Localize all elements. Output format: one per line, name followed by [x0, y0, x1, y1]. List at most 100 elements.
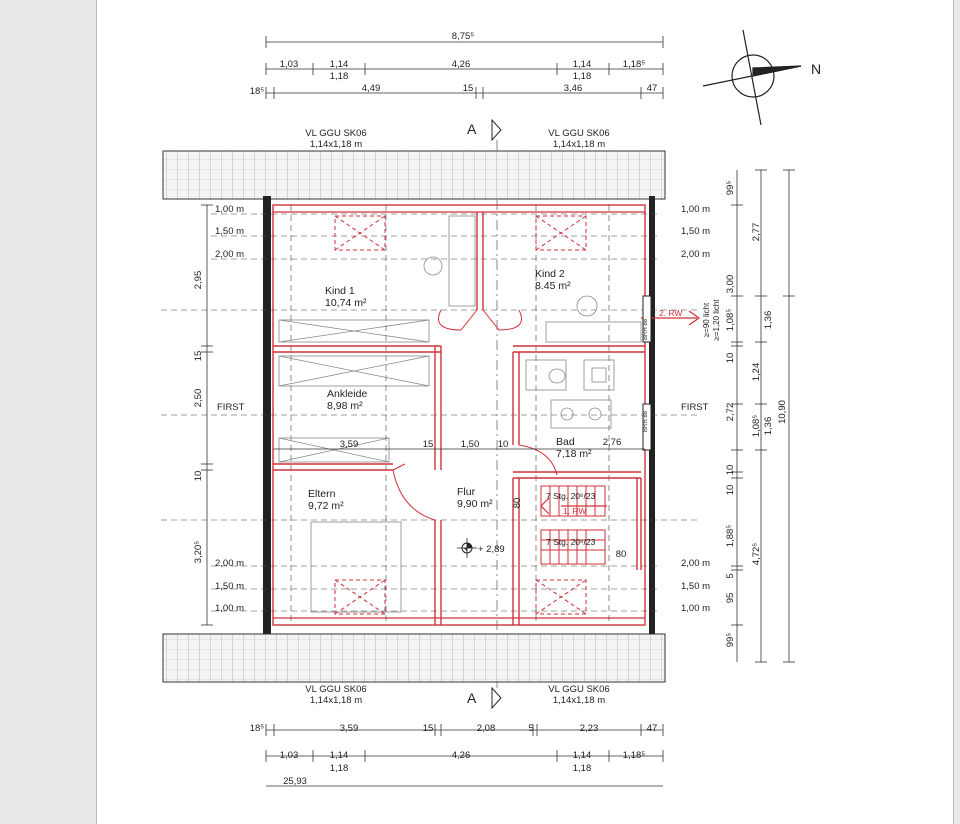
dim-label: 99⁵: [725, 181, 736, 196]
height-label: 2,00 m: [681, 249, 710, 260]
dim-label: 1,18: [330, 763, 349, 774]
skylight-size: 1,14x1,18 m: [553, 139, 605, 150]
stair-label: 7 Stg. 20⁶/23: [546, 491, 596, 501]
dim-label: 1,18⁵: [623, 59, 645, 70]
height-label: 1,50 m: [215, 581, 244, 592]
room-name: Kind 2: [535, 268, 565, 280]
height-label: 1,00 m: [215, 204, 244, 215]
skylight-type: VL GGU SK06: [548, 684, 609, 695]
dim-label: 3,20⁵: [193, 541, 204, 563]
bottom-dimension-chains: [265, 724, 664, 787]
skylight-type: VL GGU SK06: [305, 684, 366, 695]
height-label: 2,00 m: [215, 249, 244, 260]
dim-label: 2,23: [580, 723, 599, 734]
dim-label: 3,46: [564, 83, 583, 94]
dim-label: 4,49: [362, 83, 381, 94]
section-label: A: [467, 121, 477, 137]
dim-label: 1,88⁵: [725, 525, 736, 547]
dim-label: 99⁵: [725, 633, 736, 648]
room-name: Flur: [457, 486, 476, 498]
dim-label: 2,95: [193, 271, 204, 290]
section-marker-top: A: [467, 118, 502, 142]
skylight-type: VL GGU SK06: [305, 128, 366, 139]
roof-strip-top: [162, 150, 666, 200]
dim-label: 2,76: [603, 437, 622, 448]
dim-label: 1,18⁵: [623, 750, 645, 761]
dim-label: 2,08: [477, 723, 496, 734]
dim-label: 4,72⁵: [751, 543, 762, 565]
top-dimension-chains: [265, 36, 664, 99]
escape-route-label: 1. RW: [563, 506, 586, 516]
interior-walls: [273, 212, 645, 625]
dim-label: 47: [647, 723, 658, 734]
window-opening-label: ≥=90 licht: [702, 302, 711, 337]
left-dimension-labels: 2,95 15 2,50 10 3,20⁵: [193, 271, 204, 563]
room-name: Kind 1: [325, 285, 355, 297]
dim-label: 1,18: [330, 71, 349, 82]
dim-label: 1,50: [461, 439, 480, 450]
dim-label: 1,03: [280, 59, 299, 70]
ridge-label: FIRST: [217, 402, 245, 413]
height-label: 2,00 m: [215, 558, 244, 569]
dim-label: 47: [647, 83, 658, 94]
brh-labels: BRH 88 BRH 88: [643, 318, 649, 432]
height-label: 1,50 m: [215, 226, 244, 237]
dim-label: 10: [725, 353, 736, 364]
roof-strip-bottom: [162, 633, 666, 683]
room-name: Ankleide: [327, 388, 367, 400]
dim-label: 2,77: [751, 223, 762, 242]
room-area: 8,98 m²: [327, 400, 363, 412]
dim-label: 15: [423, 723, 434, 734]
dim-label: 1,08⁵: [751, 415, 762, 437]
dim-label: 15: [423, 439, 434, 450]
dim-label: 5: [725, 573, 736, 578]
section-label: A: [467, 690, 477, 706]
escape-route-label: 2. RW: [659, 308, 682, 318]
dim-label: 10: [725, 465, 736, 476]
dim-label: 1,24: [751, 363, 762, 382]
height-label: 1,50 m: [681, 581, 710, 592]
dim-label: 2,72: [725, 403, 736, 422]
dim-label: 1,14: [573, 59, 592, 70]
floor-plan: 8,75⁵ 1,03 1,14 1,18 4,26 1,14 1,18 1,18…: [161, 29, 821, 787]
stair-label: 7 Stg. 20⁶/23: [546, 537, 596, 547]
dim-label: 2,50: [193, 389, 204, 408]
vertical-grid: [290, 205, 610, 625]
skylight-size: 1,14x1,18 m: [310, 139, 362, 150]
inner-dimension-labels: 3,59 15 1,50 10 2,76 80 80 + 2,89: [340, 437, 627, 560]
escape-route-arrows: [540, 310, 701, 515]
right-dimension-chains: [731, 169, 795, 663]
dim-label: 1,36: [763, 417, 774, 436]
skylight-size: 1,14x1,18 m: [553, 695, 605, 706]
height-label: 1,00 m: [681, 204, 710, 215]
bottom-dimension-labels: 18⁵ 3,59 15 2,08 5 2,23 47 1,03 1,14 1,1…: [250, 723, 658, 787]
north-label: N: [811, 61, 821, 77]
elevation-marker-icon: [457, 538, 477, 558]
height-label: 1,50 m: [681, 226, 710, 237]
skylight-labels: VL GGU SK06 1,14x1,18 m VL GGU SK06 1,14…: [305, 128, 609, 706]
dim-label: 1,14: [573, 750, 592, 761]
dim-label: 10,90: [777, 400, 788, 424]
elevation-label: + 2,89: [478, 544, 505, 555]
furniture: [278, 215, 642, 613]
brh-label: BRH 88: [643, 318, 649, 340]
dim-label: 1,18: [573, 763, 592, 774]
section-marker-bottom: A: [467, 686, 502, 710]
dim-label: 18⁵: [250, 723, 265, 734]
room-area: 7,18 m²: [556, 448, 592, 460]
skylight-openings: [334, 215, 587, 615]
room-name: Eltern: [308, 488, 336, 500]
doors: [392, 309, 558, 521]
dim-label: 3,59: [340, 439, 359, 450]
skylight-size: 1,14x1,18 m: [310, 695, 362, 706]
windows: [642, 295, 652, 451]
height-label: 1,00 m: [681, 603, 710, 614]
dim-label: 80: [616, 549, 627, 560]
dim-label: 10: [498, 439, 509, 450]
dim-label: 10: [725, 485, 736, 496]
dim-label: 1,36: [763, 311, 774, 330]
dim-label: 1,03: [280, 750, 299, 761]
stairs: [540, 485, 606, 565]
left-dimension-chain: [201, 204, 213, 626]
dim-label: 4,26: [452, 750, 471, 761]
